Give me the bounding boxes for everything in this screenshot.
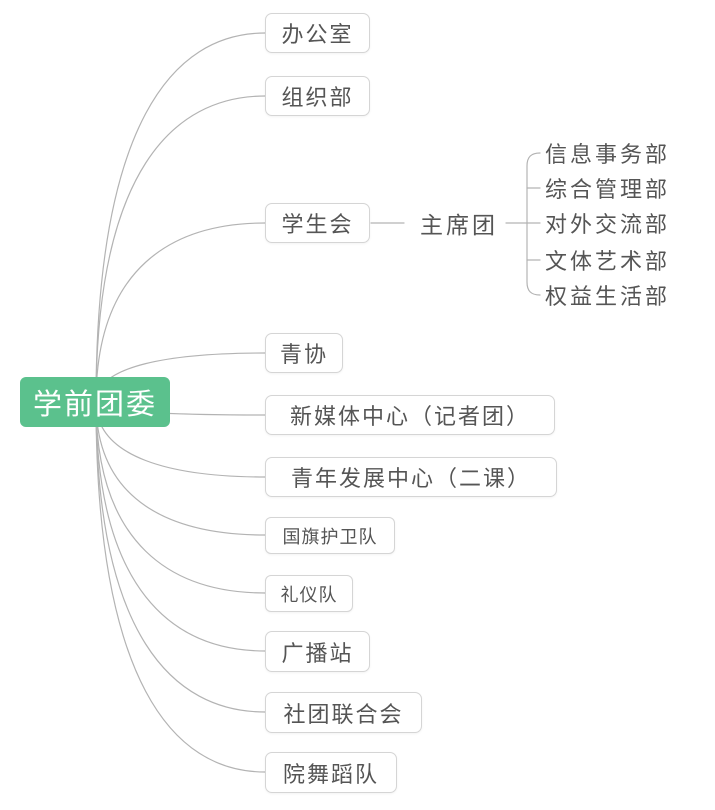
edge-root-broadcast-station (95, 401, 266, 652)
branch-node-youth-volunteers[interactable]: 青协 (265, 333, 343, 373)
edge-root-club-federation (95, 401, 266, 713)
edge-root-student-union (95, 222, 266, 403)
root-node-preschool-youth-league[interactable]: 学前团委 (20, 377, 170, 427)
branch-node-student-union[interactable]: 学生会 (265, 203, 370, 243)
branch-node-etiquette-team[interactable]: 礼仪队 (265, 575, 353, 612)
branch-node-dance-team[interactable]: 院舞蹈队 (265, 752, 397, 793)
edge-root-etiquette-team (95, 401, 266, 594)
branch-node-flag-guard[interactable]: 国旗护卫队 (265, 517, 395, 554)
edge-root-office (95, 32, 266, 403)
node-dept-info-affairs[interactable]: 信息事务部 (545, 142, 671, 167)
branch-node-youth-dev-center[interactable]: 青年发展中心（二课） (265, 457, 557, 497)
branch-node-broadcast-station[interactable]: 广播站 (265, 631, 370, 672)
branch-node-new-media-center[interactable]: 新媒体中心（记者团） (265, 395, 555, 435)
edge-root-organization-dept (95, 95, 266, 403)
node-dept-rights-life[interactable]: 权益生活部 (545, 284, 671, 309)
node-dept-arts-sports[interactable]: 文体艺术部 (545, 249, 671, 274)
branch-node-club-federation[interactable]: 社团联合会 (265, 692, 422, 733)
node-presidium[interactable]: 主席团 (420, 212, 498, 238)
branch-node-office[interactable]: 办公室 (265, 13, 370, 53)
branch-node-organization-dept[interactable]: 组织部 (265, 76, 370, 116)
edge-root-flag-guard (95, 401, 266, 536)
edge-spine-bracket (526, 152, 541, 296)
edge-root-dance-team (95, 401, 266, 773)
node-dept-general-mgmt[interactable]: 综合管理部 (545, 177, 671, 202)
node-dept-external-exchange[interactable]: 对外交流部 (545, 212, 671, 237)
